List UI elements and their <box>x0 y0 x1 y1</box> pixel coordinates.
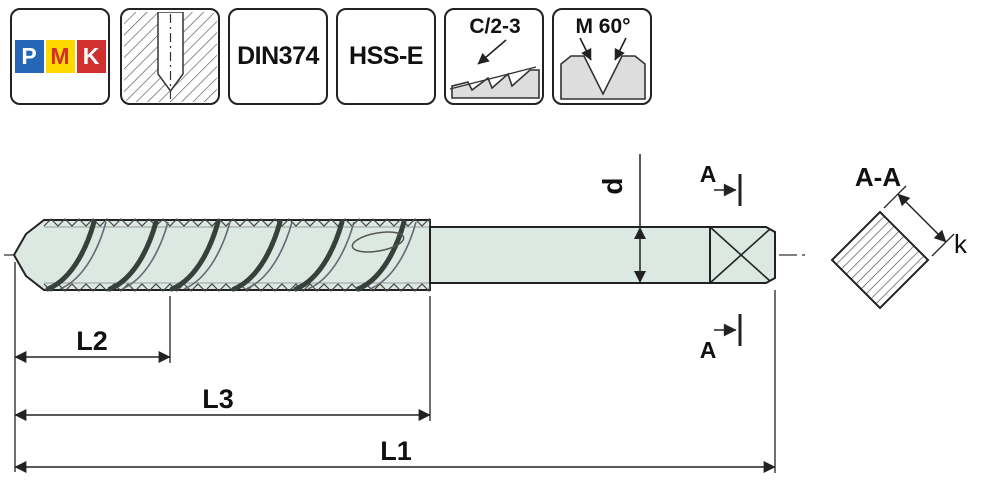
dim-d-label: d <box>597 177 628 194</box>
blind-hole-icon <box>120 8 220 105</box>
thread-v-profile <box>559 54 646 100</box>
din-standard-label: DIN374 <box>237 42 319 70</box>
material-badge: HSS-E <box>336 8 436 105</box>
square-drive-cross-1 <box>709 226 771 282</box>
pmk-letter-m: M <box>45 40 75 73</box>
dim-k-ext-2 <box>931 233 955 257</box>
spiral-flute-highlights <box>59 221 417 290</box>
length-dimensions: L2 L3 L1 <box>14 262 776 473</box>
thread-angle-icon: M 60° <box>552 8 652 105</box>
chamfer-leader-arrow <box>476 38 507 65</box>
chamfer-lead-icon: C/2-3 <box>444 8 544 105</box>
dim-d-arrow-up <box>634 227 646 239</box>
thread-section <box>12 217 431 293</box>
section-view-a-a: A-A k <box>830 162 968 310</box>
flute-runout-ellipse <box>351 231 405 253</box>
chamfer-line <box>449 65 536 90</box>
angle-arrow-left <box>578 37 592 61</box>
thread-body <box>12 219 431 291</box>
dim-k-line <box>897 193 947 243</box>
thread-angle-label: M 60° <box>575 15 630 38</box>
chamfer-teeth-profile <box>450 68 540 99</box>
material-label: HSS-E <box>349 42 423 70</box>
section-mark-bottom-label: A <box>700 337 717 363</box>
tap-technical-drawing: d A A A-A k L2 L <box>4 154 968 473</box>
dim-k-label: k <box>954 229 968 259</box>
section-marks: A A <box>700 161 742 363</box>
section-view-title: A-A <box>855 162 901 192</box>
chamfer-lead-drawing: C/2-3 <box>449 15 540 99</box>
dim-l1-label: L1 <box>380 436 412 466</box>
shank-body <box>429 226 776 284</box>
shank-section <box>429 226 776 284</box>
thread-crest-top <box>43 217 431 227</box>
blind-hole-drawing <box>123 11 217 102</box>
pmk-letter-p: P <box>14 40 44 73</box>
square-drive-cross-2 <box>709 228 771 284</box>
dimension-d: d <box>597 154 646 284</box>
section-mark-top-label: A <box>700 161 717 187</box>
dim-l3-label: L3 <box>202 384 234 414</box>
angle-arrow-right <box>613 37 627 61</box>
pmk-letter-k: K <box>76 40 106 73</box>
hole-profile <box>156 11 184 92</box>
dim-d-arrow-down <box>634 271 646 283</box>
din-standard-badge: DIN374 <box>228 8 328 105</box>
pmk-logo: P M K <box>10 8 110 105</box>
thread-angle-drawing: M 60° <box>559 15 646 100</box>
chamfer-label: C/2-3 <box>469 15 520 38</box>
pmk-letters: P M K <box>14 40 106 73</box>
dim-k-ext-1 <box>883 185 907 209</box>
square-cross-section <box>830 210 930 310</box>
spiral-flutes <box>45 219 407 292</box>
dim-l2-label: L2 <box>76 326 108 356</box>
